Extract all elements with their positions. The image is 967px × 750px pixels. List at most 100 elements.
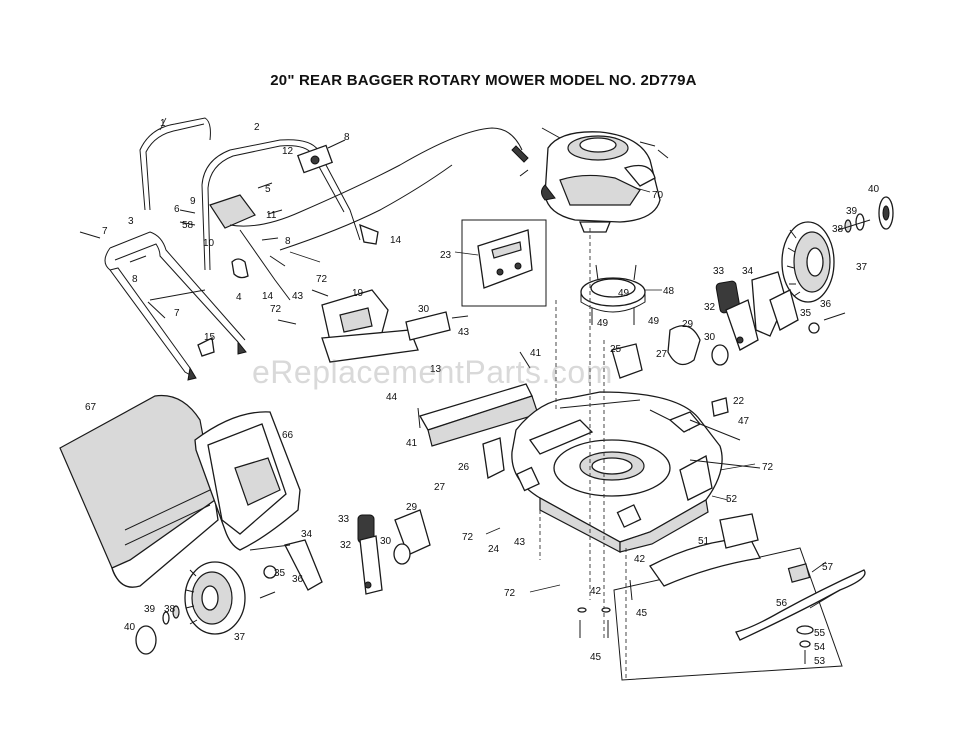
callout-30a: 30 — [418, 304, 430, 315]
callout-11: 11 — [266, 210, 277, 221]
callout-49b: 49 — [597, 318, 609, 329]
callout-52: 52 — [726, 494, 738, 505]
callout-72d: 72 — [462, 532, 474, 543]
callout-7b: 7 — [174, 308, 180, 319]
callout-14b: 14 — [262, 291, 274, 302]
callout-38b: 38 — [164, 604, 176, 615]
callout-41a: 41 — [530, 348, 542, 359]
callout-33b: 33 — [338, 514, 350, 525]
callout-42a: 42 — [634, 554, 646, 565]
callout-70: 70 — [652, 190, 664, 201]
callout-12: 12 — [282, 146, 294, 157]
callout-2: 2 — [254, 122, 260, 133]
callout-57: 57 — [822, 562, 834, 573]
callout-55: 55 — [814, 628, 826, 639]
callout-35a: 35 — [800, 308, 812, 319]
blade-assembly — [577, 513, 866, 681]
callout-33a: 33 — [713, 266, 725, 277]
callout-labels: 1 2 3 4 5 6 7 7 8 8 8 9 10 11 12 13 14 1… — [85, 118, 880, 667]
callout-13: 13 — [430, 364, 442, 375]
callout-8a: 8 — [344, 132, 350, 143]
callout-39b: 39 — [144, 604, 156, 615]
callout-44: 44 — [386, 392, 398, 403]
callout-43c: 43 — [514, 537, 526, 548]
height-adjuster-left — [249, 509, 431, 599]
callout-14a: 14 — [390, 235, 402, 246]
callout-27b: 27 — [656, 349, 668, 360]
callout-39a: 39 — [846, 206, 858, 217]
callout-32a: 32 — [704, 302, 716, 313]
callout-43b: 43 — [292, 291, 304, 302]
handle-bolts — [79, 139, 379, 357]
callout-37b: 37 — [234, 632, 246, 643]
callout-47: 47 — [738, 416, 750, 427]
callout-38a: 38 — [832, 224, 844, 235]
callout-48: 48 — [663, 286, 675, 297]
throttle-cable — [229, 127, 529, 251]
callout-1: 1 — [160, 118, 166, 129]
callout-40a: 40 — [868, 184, 880, 195]
rear-wheel-right — [781, 196, 894, 303]
control-bracket-box — [461, 219, 547, 307]
callout-72b: 72 — [270, 304, 282, 315]
callout-8b: 8 — [132, 274, 138, 285]
callout-72a: 72 — [316, 274, 328, 285]
dashed-guides — [539, 228, 627, 680]
callout-54: 54 — [814, 642, 826, 653]
callout-43a: 43 — [458, 327, 470, 338]
lower-handle-arm — [201, 139, 361, 301]
callout-37a: 37 — [856, 262, 868, 273]
callout-22: 22 — [733, 396, 745, 407]
callout-19: 19 — [352, 288, 364, 299]
callout-45b: 45 — [590, 652, 602, 663]
callout-34b: 34 — [301, 529, 313, 540]
callout-3: 3 — [128, 216, 134, 227]
leader-lines — [289, 187, 841, 609]
callout-49c: 49 — [648, 316, 660, 327]
callout-41b: 41 — [406, 438, 418, 449]
callout-30b: 30 — [704, 332, 716, 343]
callout-23: 23 — [440, 250, 452, 261]
callout-6: 6 — [174, 204, 180, 215]
engine-mount-ring — [580, 264, 646, 325]
callout-72c: 72 — [762, 462, 774, 473]
callout-45a: 45 — [636, 608, 648, 619]
callout-35b: 35 — [274, 568, 286, 579]
callout-51: 51 — [698, 536, 710, 547]
callout-42b: 42 — [590, 586, 602, 597]
front-deck-parts — [482, 325, 761, 479]
callout-5: 5 — [265, 184, 271, 195]
handle-frame — [104, 231, 247, 381]
callout-15: 15 — [204, 332, 216, 343]
callout-34a: 34 — [742, 266, 754, 277]
callout-29a: 29 — [682, 319, 694, 330]
upper-handle — [139, 117, 211, 211]
mower-deck — [511, 391, 723, 553]
callout-56: 56 — [776, 598, 788, 609]
callout-29b: 29 — [406, 502, 418, 513]
callout-4: 4 — [236, 292, 242, 303]
callout-25: 25 — [610, 344, 622, 355]
callout-58: 58 — [182, 220, 194, 231]
callout-53: 53 — [814, 656, 826, 667]
baffle-bracket — [277, 289, 469, 363]
callout-66: 66 — [282, 430, 294, 441]
callout-8c: 8 — [285, 236, 291, 247]
callout-30c: 30 — [380, 536, 392, 547]
callout-40b: 40 — [124, 622, 136, 633]
grass-bag — [59, 394, 219, 588]
callout-36b: 36 — [292, 574, 304, 585]
bag-frame — [194, 411, 301, 551]
diagram-title: 20" REAR BAGGER ROTARY MOWER MODEL NO. 2… — [270, 72, 697, 89]
callout-7a: 7 — [102, 226, 108, 237]
callout-9: 9 — [190, 196, 196, 207]
callout-67: 67 — [85, 402, 97, 413]
deflector-rail — [417, 351, 539, 447]
callout-10: 10 — [203, 238, 215, 249]
height-adjuster-right — [715, 271, 846, 351]
callout-49a: 49 — [618, 288, 630, 299]
engine — [541, 127, 669, 233]
rear-wheel-left — [135, 561, 246, 655]
